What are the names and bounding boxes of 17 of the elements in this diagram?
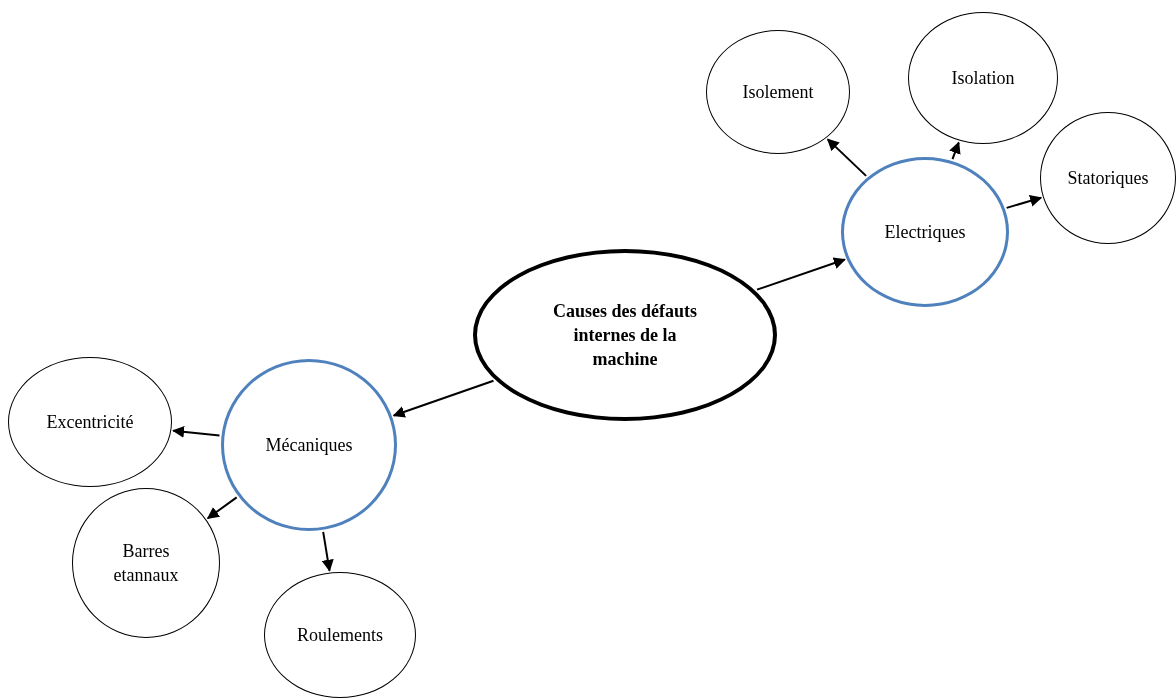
arrow <box>949 141 961 161</box>
node-label: Isolement <box>742 80 814 104</box>
arrow <box>1005 195 1043 209</box>
node-label: Electriques <box>884 220 966 244</box>
node-label: Excentricité <box>46 410 134 434</box>
node-label: Statoriques <box>1067 166 1149 190</box>
arrow <box>206 496 238 520</box>
arrow <box>392 379 495 418</box>
arrow <box>756 257 846 291</box>
node-label: Mécaniques <box>265 433 353 457</box>
arrow <box>826 138 868 177</box>
node-label: Causes des défauts internes de la machine <box>552 299 698 372</box>
node-label: Barres etannaux <box>112 539 180 587</box>
node-label: Roulements <box>297 623 383 647</box>
arrow <box>321 530 334 572</box>
arrow <box>172 425 221 438</box>
node-label: Isolation <box>951 66 1015 90</box>
